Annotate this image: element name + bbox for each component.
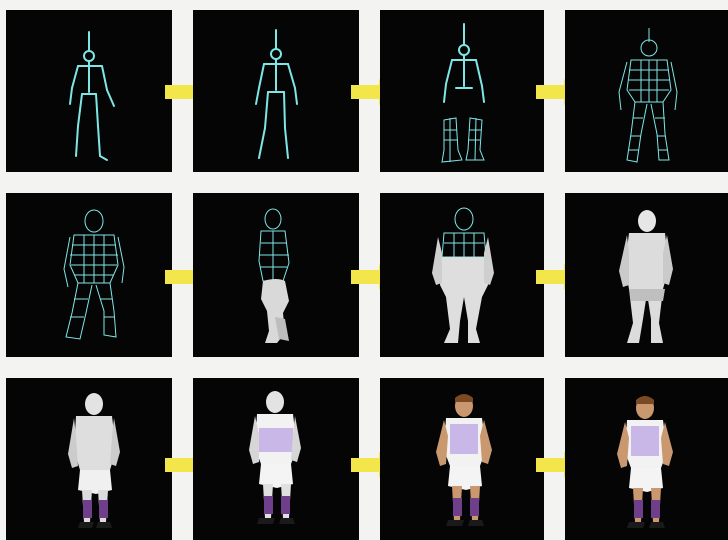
kit-player	[193, 378, 359, 540]
side-view-body	[193, 193, 359, 357]
stage-panel-6-partial-shaded-mesh	[193, 193, 359, 357]
stage-panel-3-skeleton-partial-mesh	[380, 10, 544, 172]
stage-panel-9-shaded-kit-partial	[6, 378, 172, 540]
skeleton-with-leg-mesh	[380, 10, 544, 172]
stage-panel-10-textured-kit	[193, 378, 359, 540]
textured-player	[380, 378, 544, 540]
skeleton-figure	[193, 10, 359, 172]
wireframe-body	[565, 10, 728, 172]
stage-panel-7-partial-shaded-mesh	[380, 193, 544, 357]
skeleton-figure	[6, 10, 172, 172]
stage-panel-2-skeleton	[193, 10, 359, 172]
stage-panel-8-shaded-mesh	[565, 193, 728, 357]
stage-panel-11-textured-player	[380, 378, 544, 540]
front-view-body	[380, 193, 544, 357]
stage-panel-12-textured-player	[565, 378, 728, 540]
stage-panel-4-wireframe-mesh	[565, 10, 728, 172]
back-view-player	[6, 378, 172, 540]
textured-player	[565, 378, 728, 540]
wireframe-body	[6, 193, 172, 357]
stage-panel-1-skeleton	[6, 10, 172, 172]
stage-panel-5-wireframe-mesh	[6, 193, 172, 357]
shaded-body	[565, 193, 728, 357]
